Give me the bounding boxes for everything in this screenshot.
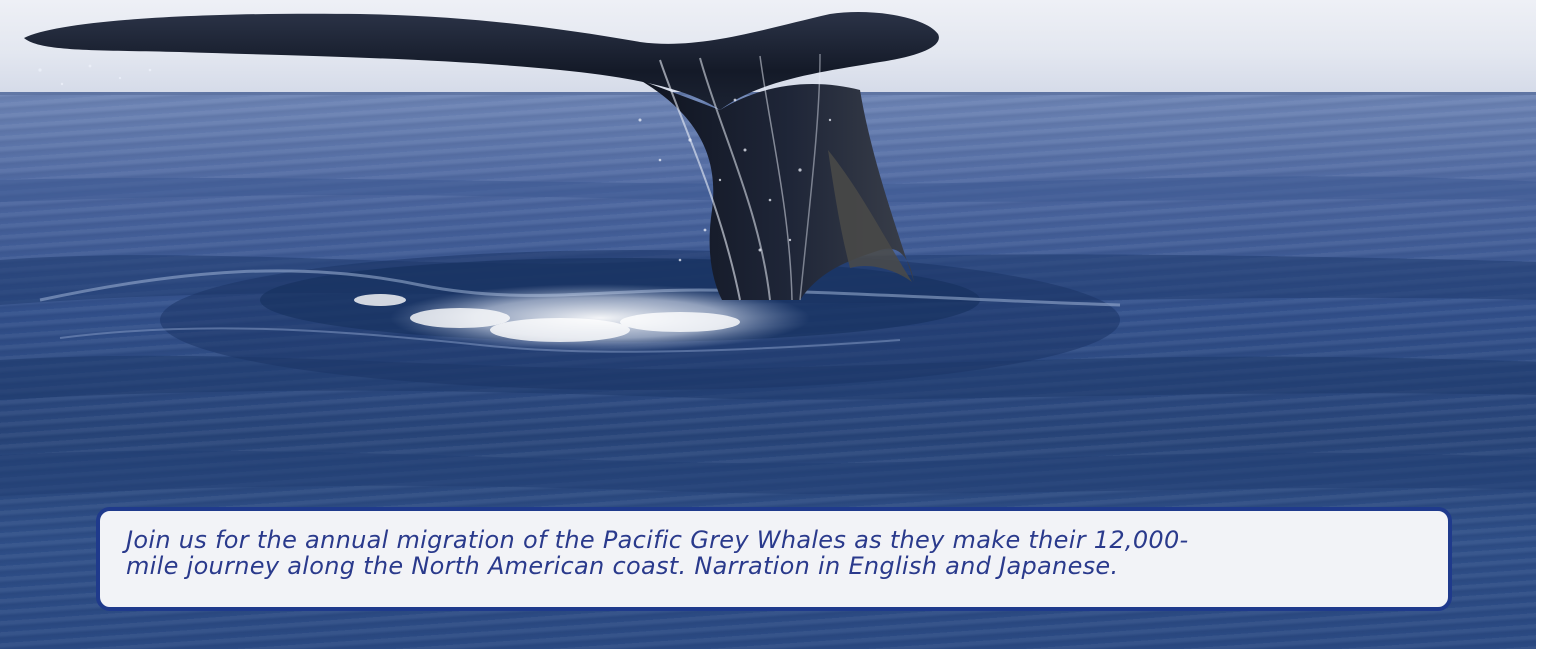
whale-tail [24,12,939,301]
caption-line-1: Join us for the annual migration of the … [126,526,1189,554]
caption-box: Join us for the annual migration of the … [96,507,1452,611]
splash [390,284,810,352]
caption-line-2: mile journey along the North American co… [126,552,1119,580]
water-droplets [38,64,832,262]
image-edge [1536,0,1545,649]
foam [354,294,740,342]
